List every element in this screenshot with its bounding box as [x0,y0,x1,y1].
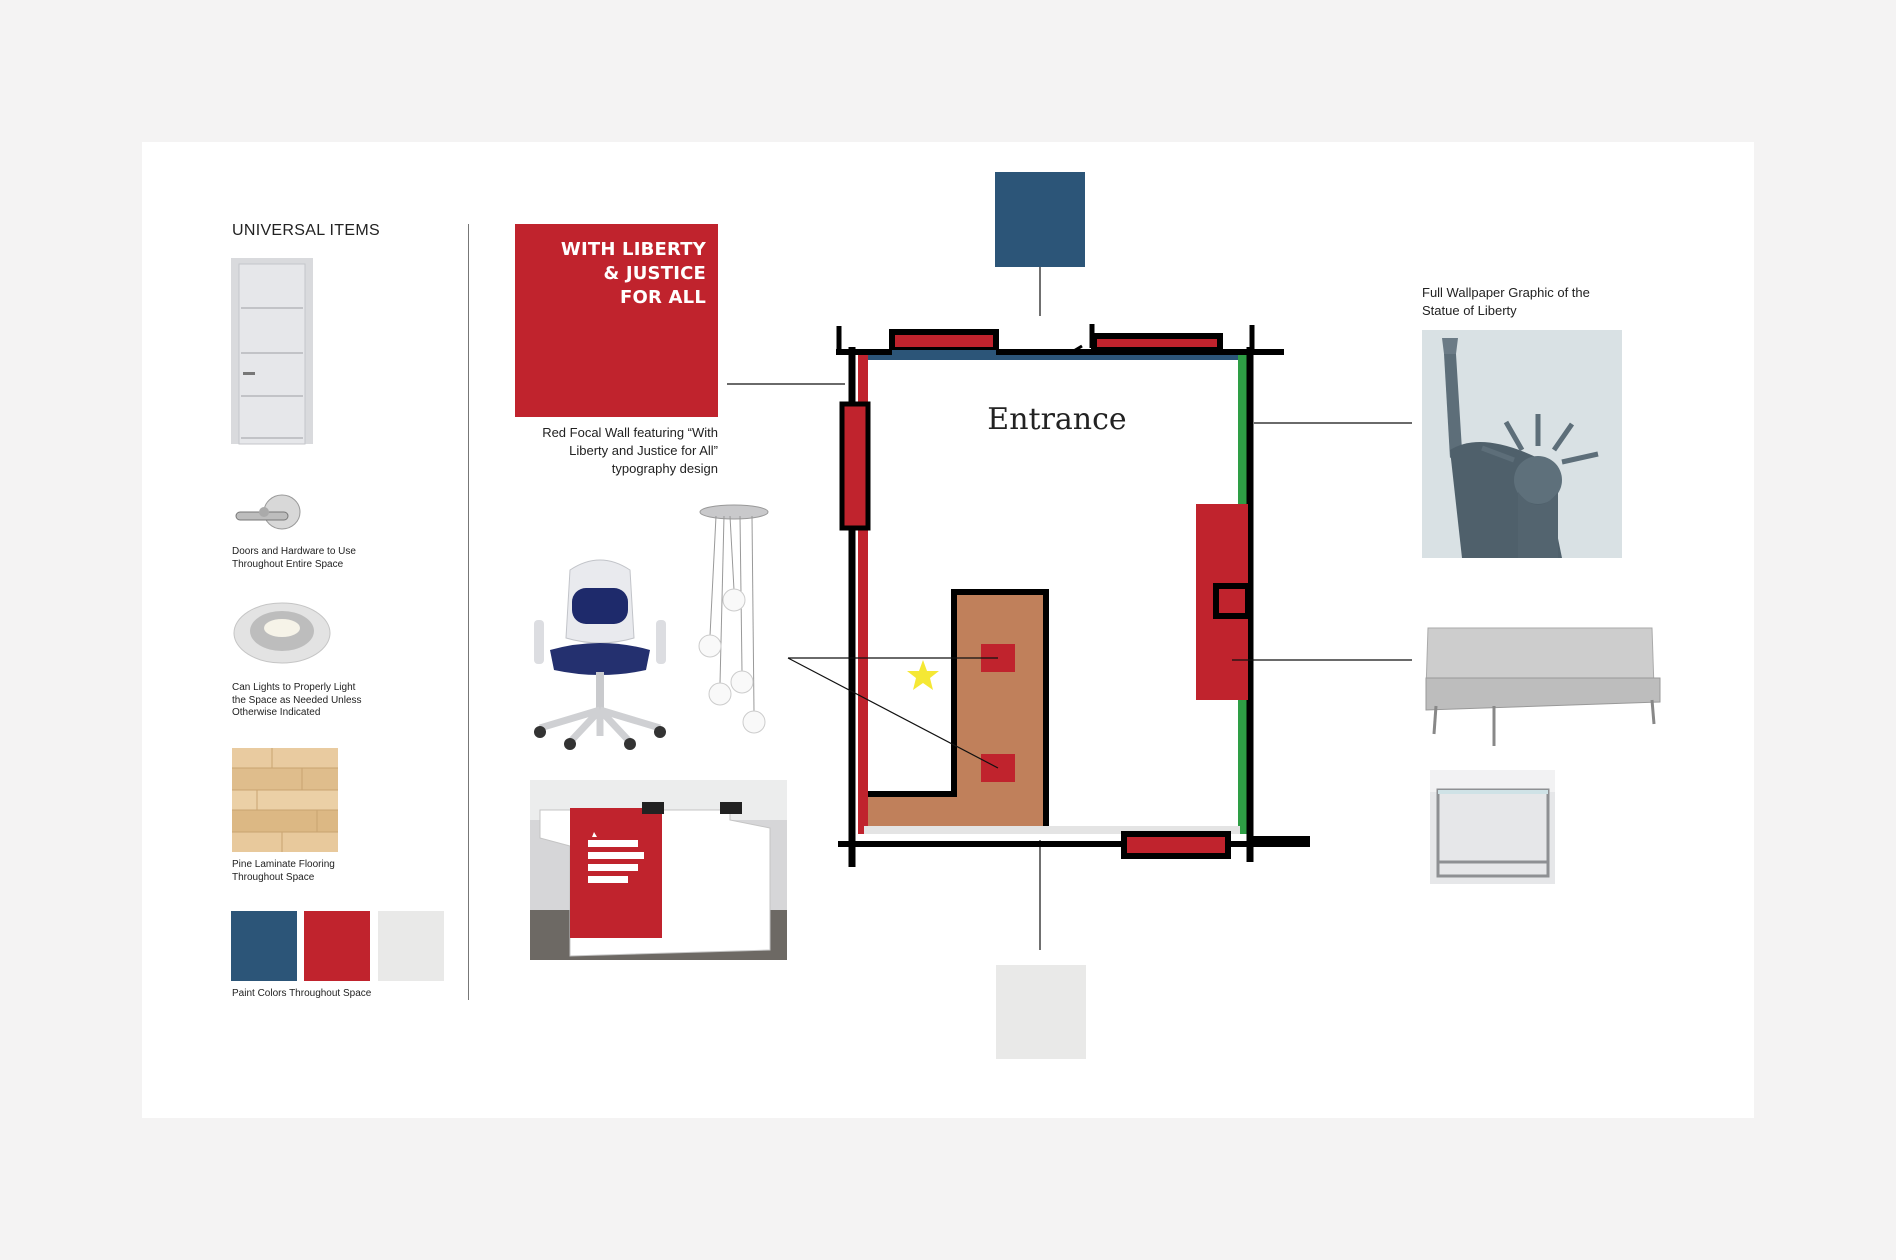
poster-line-3: FOR ALL [620,287,706,308]
can-light-caption: Can Lights to Properly Light the Space a… [232,682,362,718]
reception-desk-image [530,780,787,960]
can-light-image [233,602,331,664]
paint-swatch-light-gray [378,911,444,981]
poster-line-1: WITH LIBERTY [560,239,706,260]
sofa-image [1425,627,1661,746]
poster-line-2: & JUSTICE [603,263,706,284]
side-table-image [1430,770,1555,884]
floor-plan [727,172,1412,1059]
door-image [231,258,313,445]
focal-wall-caption: Red Focal Wall featuring “With Liberty a… [542,425,718,476]
statue-of-liberty-image [1422,330,1622,558]
office-chair-image [534,559,666,750]
paint-swatch-red [304,911,370,981]
focal-wall-poster: WITH LIBERTY & JUSTICE FOR ALL [515,224,718,417]
mood-board: UNIVERSAL ITEMS Doors and Hardware to Us… [142,142,1754,1118]
navy-wall-sample [995,172,1085,267]
pendant-light-image [698,504,769,734]
gray-wall-sample [996,965,1086,1059]
door-caption: Doors and Hardware to Use Throughout Ent… [232,546,356,570]
flooring-caption: Pine Laminate Flooring Throughout Space [232,859,335,883]
star-icon [907,660,939,690]
paint-swatch-navy [231,911,297,981]
column-divider [468,224,469,1000]
universal-items-title: UNIVERSAL ITEMS [232,222,380,239]
entrance-label: Entrance [987,402,1127,437]
paint-caption: Paint Colors Throughout Space [232,988,372,999]
pine-flooring-image [232,748,338,852]
wallpaper-caption: Full Wallpaper Graphic of the Statue of … [1422,285,1590,318]
door-handle-image [235,494,301,530]
